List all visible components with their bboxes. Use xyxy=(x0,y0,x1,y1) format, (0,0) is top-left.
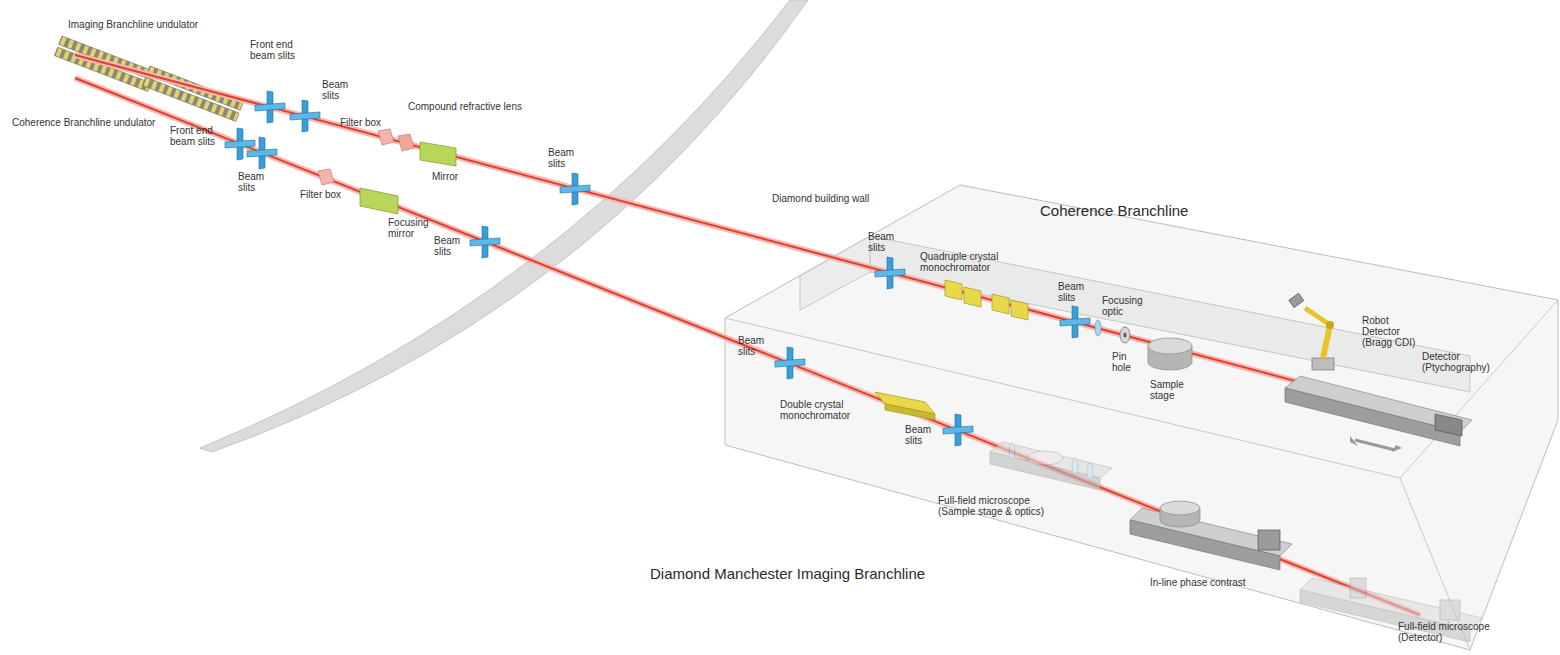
mirror xyxy=(420,142,456,166)
monochromator-crystal xyxy=(964,287,981,307)
pin-hole xyxy=(1120,327,1130,343)
full-field-microscope-stage xyxy=(990,442,1112,490)
beam-slits xyxy=(255,91,285,123)
component-label: Detector (Ptychography) xyxy=(1422,352,1496,374)
wall-label: Diamond building wall xyxy=(772,194,869,205)
filter-box xyxy=(318,169,334,185)
component-label: Full-field microscope (Sample stage & op… xyxy=(938,496,1050,518)
slit-label: Beam slits xyxy=(434,236,464,258)
component-label: Robot Detector (Bragg CDI) xyxy=(1362,316,1418,348)
beam-slits xyxy=(247,137,277,169)
slit-label: Beam slits xyxy=(905,425,935,447)
branchline-title: Diamond Manchester Imaging Branchline xyxy=(650,566,925,582)
filter-box xyxy=(378,129,394,145)
component-label: Focusing optic xyxy=(1102,296,1144,318)
component-label: In-line phase contrast xyxy=(1150,578,1246,589)
slit-label: Beam slits xyxy=(322,80,352,102)
monochromator-crystal xyxy=(885,404,935,420)
component-label: Compound refractive lens xyxy=(408,102,522,113)
beam-slits xyxy=(875,257,905,289)
slit-label: Front end beam slits xyxy=(170,126,220,148)
full-field-microscope-detector xyxy=(1300,578,1482,642)
beam-slits xyxy=(470,226,500,258)
component-label: Filter box xyxy=(300,190,341,201)
slit-label: Beam slits xyxy=(738,336,768,358)
beam-glow xyxy=(75,55,1460,425)
monochromator-crystal xyxy=(945,280,962,300)
beam-slits xyxy=(775,347,805,379)
branchline-title: Coherence Branchline xyxy=(1040,203,1188,219)
focusing-optic xyxy=(1095,320,1101,336)
undulator-label: Coherence Branchline undulator xyxy=(12,118,155,129)
component-label: Quadruple crystal monochromator xyxy=(920,252,1002,274)
focusing-mirror xyxy=(360,188,398,214)
slit-label: Beam slits xyxy=(238,172,268,194)
beam-slits xyxy=(290,100,320,132)
hutch-partition xyxy=(800,236,870,310)
component-label: Focusing mirror xyxy=(388,218,433,240)
slit-label: Beam slits xyxy=(868,232,898,254)
ptychography-detector xyxy=(1285,376,1472,452)
component-label: Full-field microscope (Detector) xyxy=(1398,622,1500,644)
hutch-partition xyxy=(870,236,1470,392)
in-line-phase-contrast xyxy=(1130,501,1292,570)
slit-label: Beam slits xyxy=(548,148,578,170)
component-label: Sample stage xyxy=(1150,380,1190,402)
robot-detector xyxy=(1289,293,1334,370)
component-label: Mirror xyxy=(432,172,458,183)
x-ray-beam xyxy=(75,55,1460,425)
pin-hole xyxy=(1124,333,1127,338)
undulator-label: Imaging Branchline undulator xyxy=(68,20,198,31)
compound-refractive-lens xyxy=(398,134,414,151)
beam-slits xyxy=(943,414,973,446)
beam-glow xyxy=(75,78,1420,615)
x-ray-beam xyxy=(75,78,1420,615)
monochromator-crystal xyxy=(1011,300,1028,320)
component-label: Pin hole xyxy=(1112,352,1134,374)
component-label: Double crystal monochromator xyxy=(780,400,852,422)
travel-arrow xyxy=(1355,440,1395,450)
monochromator-crystal xyxy=(992,294,1009,314)
component-label: Filter box xyxy=(340,118,381,129)
sample-stage xyxy=(1148,338,1192,370)
beam-slits xyxy=(560,173,590,205)
beam-slits xyxy=(1060,306,1090,338)
slit-label: Beam slits xyxy=(1058,282,1088,304)
slit-label: Front end beam slits xyxy=(250,40,300,62)
